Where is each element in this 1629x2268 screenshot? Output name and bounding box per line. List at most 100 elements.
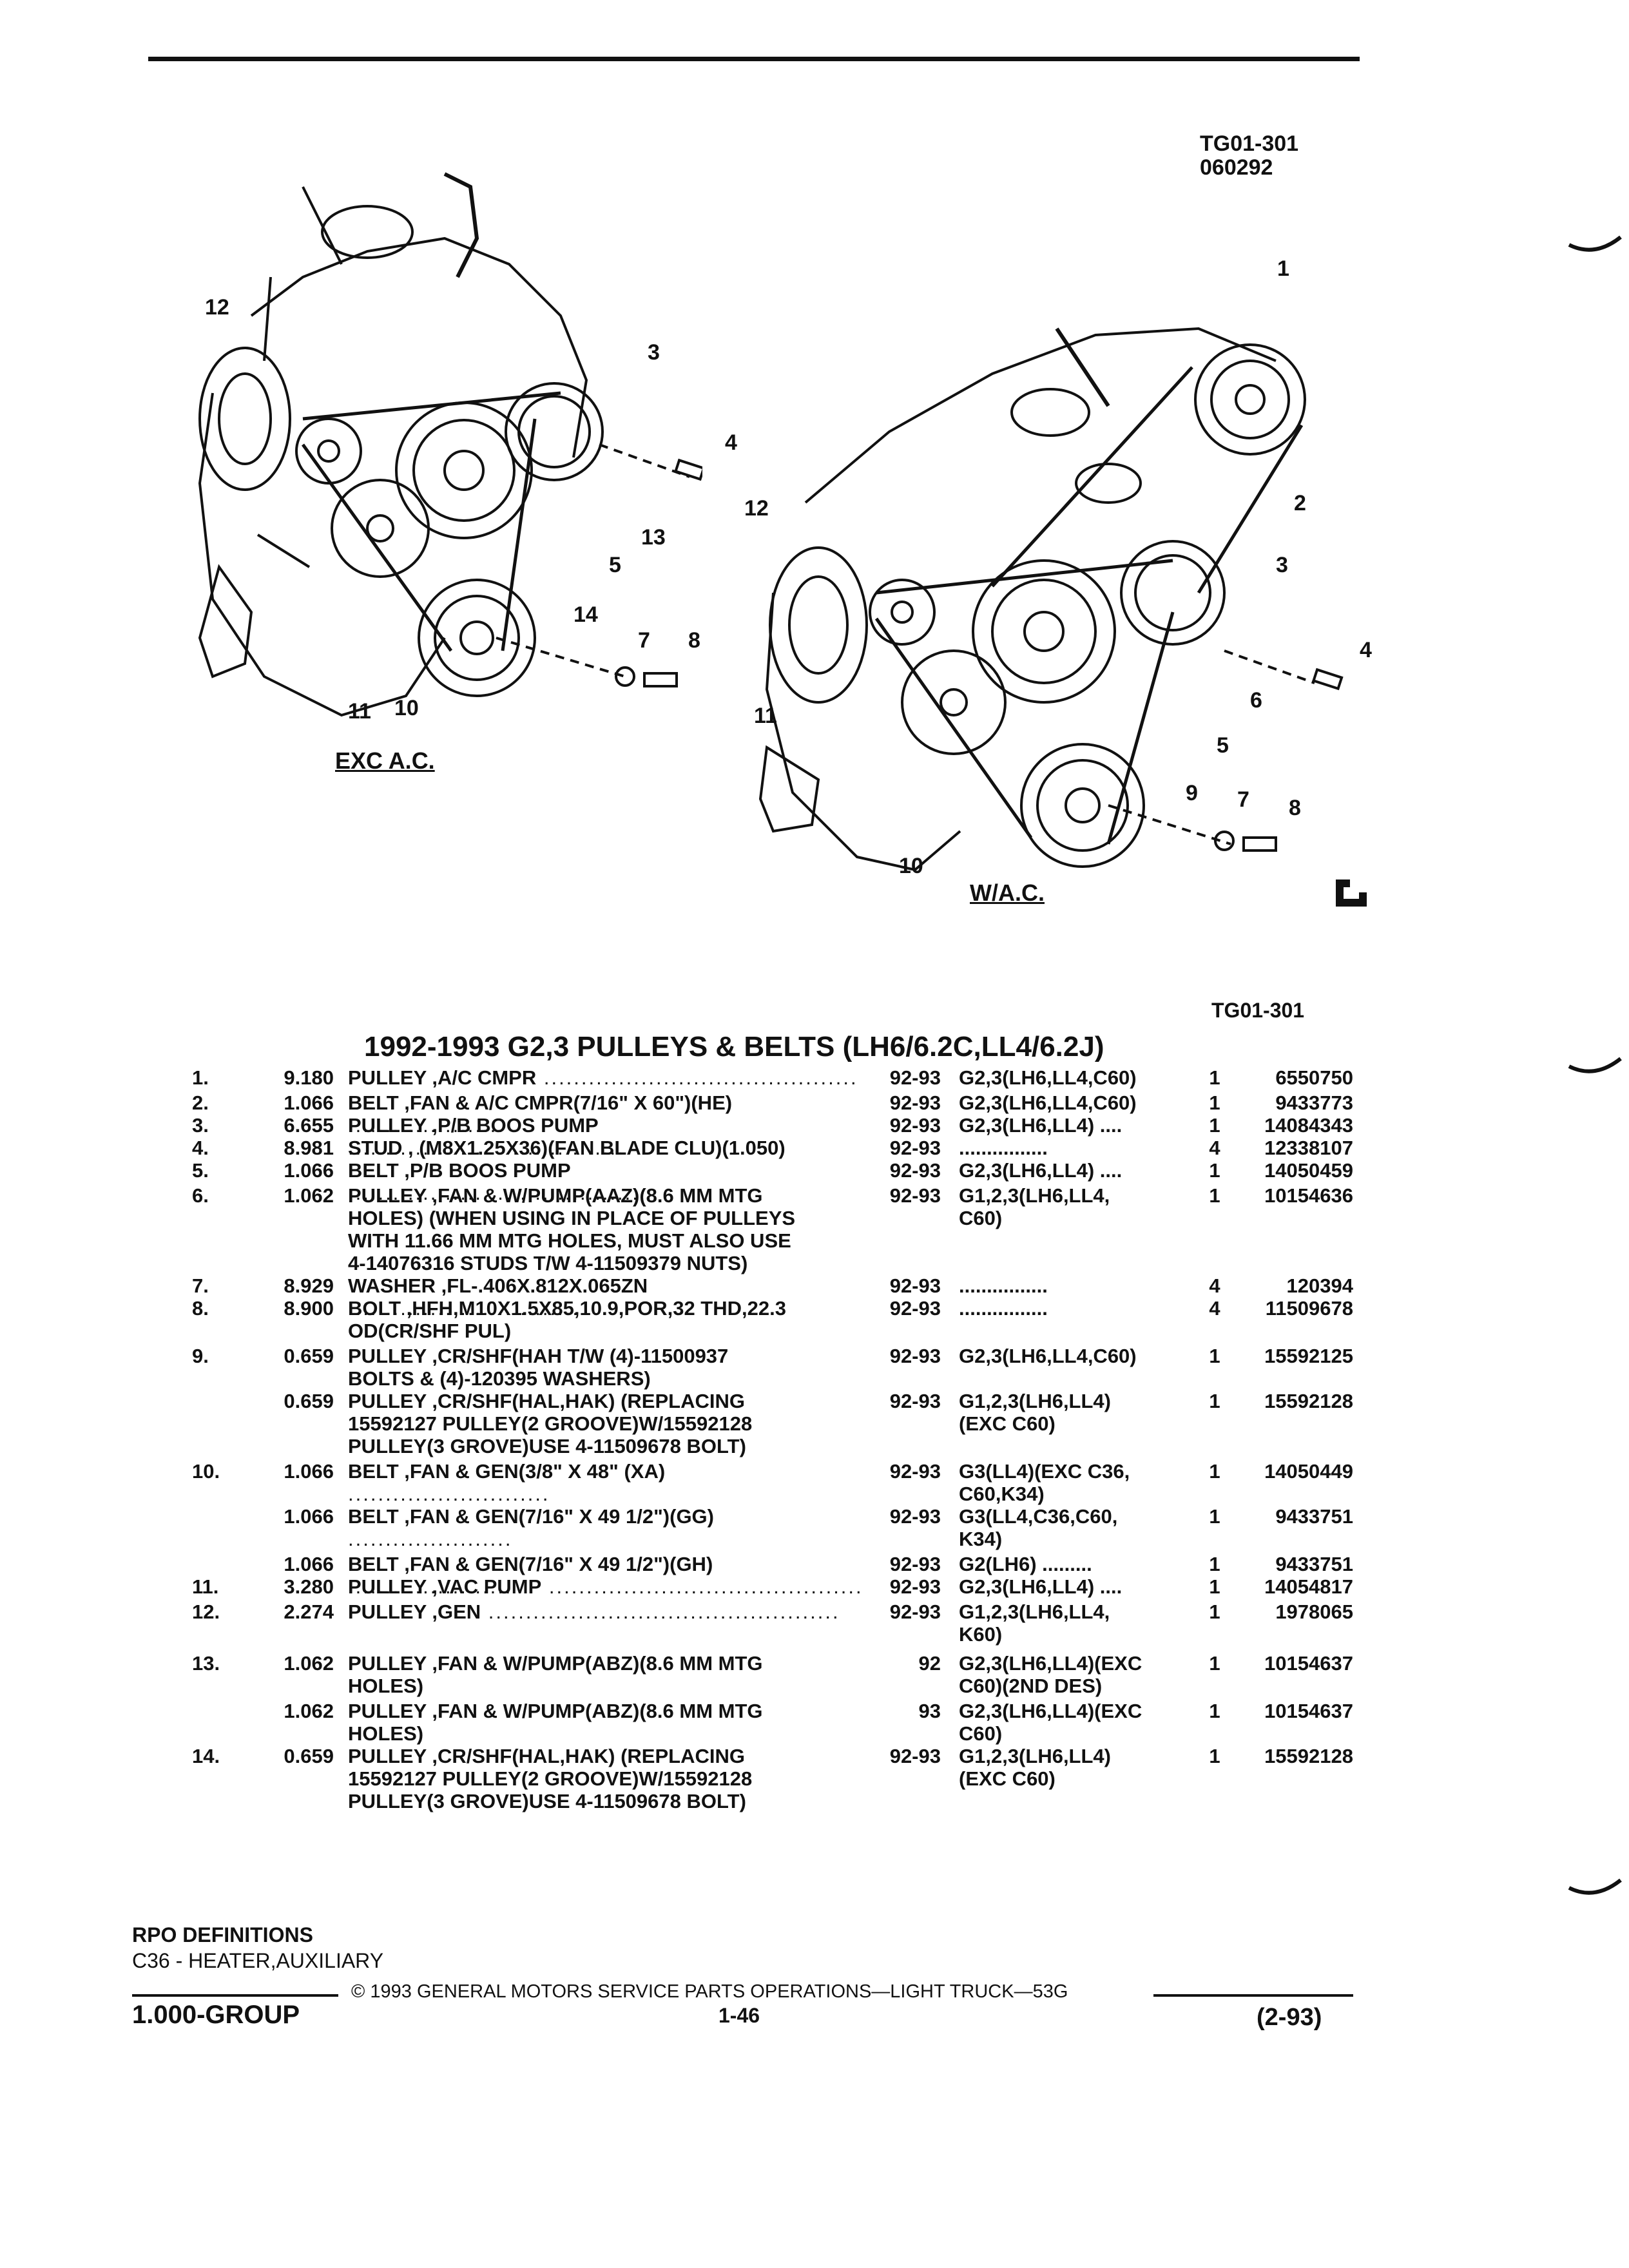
leader-dots: ...................... [348, 1553, 720, 1598]
catalog-code: 6.655 [284, 1114, 334, 1137]
application: G2(LH6) ......... [959, 1553, 1092, 1575]
top-rule [148, 57, 1360, 61]
quantity: 1 [1209, 1390, 1220, 1412]
application: G2,3(LH6,LL4,C60) [959, 1091, 1137, 1114]
item-number: 2. [192, 1091, 209, 1114]
quantity: 1 [1209, 1600, 1220, 1623]
part-description: BELT ,FAN & GEN(3/8" X 48" (XA) ........… [348, 1460, 673, 1505]
callout-10b: 10 [899, 854, 923, 878]
catalog-code: 1.066 [284, 1553, 334, 1575]
application: G3(LL4)(EXC C36, C60,K34) [959, 1460, 1130, 1505]
part-number: 15592125 [1264, 1345, 1353, 1367]
footer-rule [132, 1994, 338, 1997]
quantity: 1 [1209, 1575, 1220, 1598]
application: ................ [959, 1297, 1048, 1320]
quantity: 1 [1209, 1745, 1220, 1767]
application: G1,2,3(LH6,LL4, K60) [959, 1600, 1110, 1646]
application: ................ [959, 1274, 1048, 1297]
item-number: 4. [192, 1137, 209, 1159]
leader-dots: ...................... [348, 1505, 722, 1550]
leader-dots: ........................................… [541, 1575, 863, 1598]
part-number: 12338107 [1264, 1137, 1353, 1159]
section-title: 1992-1993 G2,3 PULLEYS & BELTS (LH6/6.2C… [364, 1031, 1104, 1062]
callout-13: 13 [641, 525, 666, 550]
quantity: 1 [1209, 1066, 1220, 1089]
figure-date: 060292 [1200, 155, 1273, 180]
callout-12: 12 [205, 295, 229, 320]
part-number: 10154636 [1264, 1184, 1353, 1207]
catalog-code: 1.066 [284, 1505, 334, 1528]
engine-diagram-with-ac [758, 327, 1344, 872]
part-description: BELT ,FAN & GEN(7/16" X 49 1/2")(GH) ...… [348, 1553, 720, 1598]
part-description: PULLEY ,FAN & W/PUMP(AAZ)(8.6 MM MTG HOL… [348, 1184, 796, 1274]
quantity: 1 [1209, 1553, 1220, 1575]
model-years: 92-93 [889, 1745, 941, 1767]
part-number: 1978065 [1275, 1600, 1353, 1623]
callout-7: 7 [638, 628, 650, 653]
catalog-code: 1.062 [284, 1700, 334, 1722]
catalog-code: 9.180 [284, 1066, 334, 1089]
model-years: 92-93 [889, 1137, 941, 1159]
caption-with-ac: W/A.C. [970, 879, 1045, 906]
model-years: 92-93 [889, 1345, 941, 1367]
item-number: 8. [192, 1297, 209, 1320]
part-number: 14084343 [1264, 1114, 1353, 1137]
model-years: 92-93 [889, 1114, 941, 1137]
part-number: 9433751 [1275, 1553, 1353, 1575]
application: G2,3(LH6,LL4) .... [959, 1159, 1123, 1182]
application: G2,3(LH6,LL4)(EXC C60)(2ND DES) [959, 1652, 1142, 1697]
callout-14: 14 [574, 602, 598, 627]
application: G2,3(LH6,LL4)(EXC C60) [959, 1700, 1142, 1745]
model-years: 92-93 [889, 1274, 941, 1297]
part-number: 10154637 [1264, 1700, 1353, 1722]
item-number: 14. [192, 1745, 220, 1767]
callout-10: 10 [394, 696, 419, 720]
model-years: 92-93 [889, 1575, 941, 1598]
quantity: 1 [1209, 1091, 1220, 1114]
catalog-code: 2.274 [284, 1600, 334, 1623]
part-number: 120394 [1286, 1274, 1353, 1297]
leader-dots: ........................................… [481, 1600, 840, 1623]
callout-3b: 3 [1276, 553, 1288, 577]
rpo-definition: C36 - HEATER,AUXILIARY [132, 1949, 384, 1972]
margin-mark [1568, 1057, 1622, 1073]
catalog-code: 1.066 [284, 1159, 334, 1182]
item-number: 13. [192, 1652, 220, 1675]
leader-dots: ....................................... [348, 1159, 640, 1204]
footer-rule [1153, 1994, 1353, 1997]
callout-11: 11 [348, 699, 371, 724]
model-years: 92 [918, 1652, 941, 1675]
quantity: 1 [1209, 1159, 1220, 1182]
item-number: 6. [192, 1184, 209, 1207]
callout-8b: 8 [1289, 796, 1301, 820]
application: G2,3(LH6,LL4,C60) [959, 1345, 1137, 1367]
caption-exc-ac: EXC A.C. [335, 747, 435, 774]
part-number: 10154637 [1264, 1652, 1353, 1675]
leader-dots: ........................................… [536, 1066, 858, 1089]
catalog-code: 1.066 [284, 1091, 334, 1114]
model-years: 92-93 [889, 1505, 941, 1528]
application: G1,2,3(LH6,LL4, C60) [959, 1184, 1110, 1229]
part-description: PULLEY ,P/B BOOS PUMP ..................… [348, 1114, 625, 1159]
item-number: 1. [192, 1066, 209, 1089]
part-description: WASHER ,FL-.406X.812X.065ZN ............… [348, 1274, 655, 1320]
application: G2,3(LH6,LL4) .... [959, 1575, 1123, 1598]
model-years: 92-93 [889, 1600, 941, 1623]
catalog-code: 8.929 [284, 1274, 334, 1297]
application: G2,3(LH6,LL4) .... [959, 1114, 1123, 1137]
part-description: STUD , (M8X1.25X36)(FAN BLADE CLU)(1.050… [348, 1137, 786, 1159]
part-number: 14054817 [1264, 1575, 1353, 1598]
model-years: 92-93 [889, 1091, 941, 1114]
quantity: 1 [1209, 1460, 1220, 1483]
part-number: 14050449 [1264, 1460, 1353, 1483]
part-description: PULLEY ,GEN ............................… [348, 1600, 840, 1623]
quantity: 1 [1209, 1505, 1220, 1528]
figure-id: TG01-301 [1200, 131, 1299, 156]
catalog-code: 1.062 [284, 1184, 334, 1207]
margin-mark [1568, 1878, 1622, 1895]
part-description: PULLEY ,FAN & W/PUMP(ABZ)(8.6 MM MTG HOL… [348, 1700, 763, 1745]
item-number: 9. [192, 1345, 209, 1367]
model-years: 92-93 [889, 1159, 941, 1182]
part-number: 15592128 [1264, 1390, 1353, 1412]
item-number: 7. [192, 1274, 209, 1297]
